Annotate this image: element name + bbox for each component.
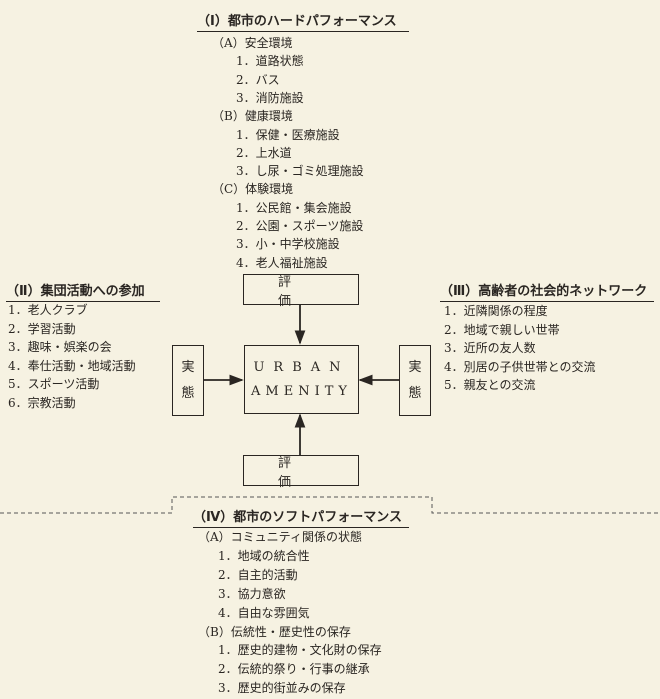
list-item: 1．公民館・集会施設 bbox=[236, 200, 352, 215]
list-item: 3．消防施設 bbox=[236, 90, 304, 105]
list-item: 2．自主的活動 bbox=[218, 567, 298, 582]
list-item: 3．歴史的街並みの保存 bbox=[218, 681, 346, 696]
list-item: 3．協力意欲 bbox=[218, 586, 286, 601]
list-item: 2．地域で親しい世帯 bbox=[444, 322, 560, 337]
group-label: （A）安全環境 bbox=[212, 36, 293, 50]
group-label: （B）健康環境 bbox=[212, 109, 293, 124]
actual-state-box-left: 実 態 bbox=[172, 345, 204, 416]
actual-state-box-right: 実 態 bbox=[399, 345, 431, 416]
list-item: 2．学習活動 bbox=[8, 321, 76, 336]
section1-title: （I）都市のハードパフォーマンス bbox=[197, 10, 409, 32]
list-item: 1．保健・医療施設 bbox=[236, 127, 340, 142]
list-item: 4．奉仕活動・地域活動 bbox=[8, 358, 136, 373]
left-char1: 実 bbox=[181, 359, 195, 375]
center-line2: AMENITY bbox=[251, 383, 352, 399]
evaluation-box-top: 評価 bbox=[243, 274, 359, 309]
right-char1: 実 bbox=[408, 359, 422, 375]
list-item: 5．スポーツ活動 bbox=[8, 377, 100, 392]
section2-title: （Ⅱ）集団活動への参加 bbox=[6, 280, 160, 302]
list-item: 3．小・中学校施設 bbox=[236, 237, 340, 252]
section4-title: （Ⅳ）都市のソフトパフォーマンス bbox=[193, 506, 409, 528]
list-item: 4．別居の子供世帯との交流 bbox=[444, 359, 596, 374]
right-char2: 態 bbox=[408, 385, 422, 401]
list-item: 2．バス bbox=[236, 72, 280, 87]
list-item: 4．自由な雰囲気 bbox=[218, 605, 310, 620]
list-item: 1．道路状態 bbox=[236, 54, 304, 69]
list-item: 2．公園・スポーツ施設 bbox=[236, 219, 364, 233]
group-label: （C）体験環境 bbox=[212, 182, 294, 197]
urban-amenity-box: URBAN AMENITY bbox=[244, 345, 359, 414]
list-item: 1．老人クラブ bbox=[8, 303, 88, 317]
left-char2: 態 bbox=[181, 385, 195, 401]
group-label: （B）伝統性・歴史性の保存 bbox=[198, 624, 351, 639]
list-item: 1．近隣関係の程度 bbox=[444, 304, 548, 318]
list-item: 1．地域の統合性 bbox=[218, 548, 310, 563]
list-item: 5．親友との交流 bbox=[444, 378, 536, 393]
list-item: 2．上水道 bbox=[236, 145, 292, 160]
center-line1: URBAN bbox=[253, 359, 350, 375]
list-item: 3．近所の友人数 bbox=[444, 341, 536, 356]
list-item: 2．伝統的祭り・行事の継承 bbox=[218, 662, 370, 677]
list-item: 3．し尿・ゴミ処理施設 bbox=[236, 164, 364, 179]
section3-title: （Ⅲ）高齢者の社会的ネットワーク bbox=[440, 280, 654, 302]
list-item: 1．歴史的建物・文化財の保存 bbox=[218, 643, 382, 658]
list-item: 6．宗教活動 bbox=[8, 396, 76, 410]
list-item: 3．趣味・娯楽の会 bbox=[8, 340, 112, 355]
dashed-divider bbox=[0, 496, 660, 514]
list-item: 4．老人福祉施設 bbox=[236, 255, 328, 270]
group-label: （A）コミュニティ関係の状態 bbox=[198, 530, 362, 544]
evaluation-box-bottom: 評価 bbox=[243, 455, 359, 490]
